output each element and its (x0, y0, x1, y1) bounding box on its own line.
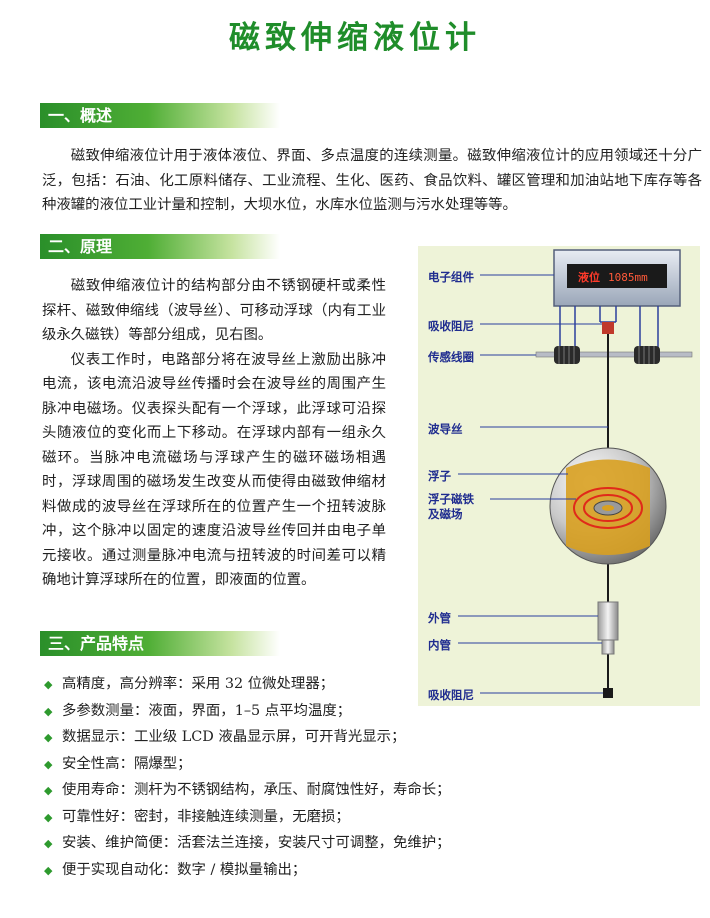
label-outer-tube: 外管 (428, 611, 451, 625)
section-title-features: 三、产品特点 (48, 634, 145, 653)
diamond-bullet-icon: ◆ (44, 731, 53, 744)
diamond-bullet-icon: ◆ (44, 757, 53, 771)
level-gauge-diagram: 液位 1085mm (418, 246, 700, 706)
list-item: ◆高精度，高分辨率：采用 32 位微处理器； (44, 671, 484, 698)
outer-tube (597, 601, 619, 641)
diamond-bullet-icon: ◆ (44, 784, 53, 797)
display-value: 1085mm (608, 271, 648, 284)
diamond-bullet-icon: ◆ (44, 704, 53, 718)
list-item: ◆安全性高：隔爆型； (44, 751, 484, 778)
float-sphere (549, 447, 667, 565)
top-damper-block (602, 322, 614, 334)
label-inner-tube: 内管 (428, 638, 451, 652)
diamond-bullet-icon: ◆ (44, 678, 53, 691)
section-bar-features (40, 631, 280, 656)
diamond-bullet-icon: ◆ (44, 837, 53, 850)
section-bar-principle (40, 234, 280, 259)
diamond-bullet-icon: ◆ (44, 863, 53, 877)
label-waveguide: 波导丝 (428, 422, 463, 436)
page-title: 磁致伸缩液位计 (229, 20, 481, 56)
list-item: ◆安装、维护简便：活套法兰连接，安装尺寸可调整，免维护； (44, 830, 484, 857)
label-damper-top: 吸收阻尼 (428, 319, 474, 333)
label-sensing-coil: 传感线圈 (428, 350, 474, 364)
list-item: ◆使用寿命：测杆为不锈钢结构，承压、耐腐蚀性好，寿命长； (44, 777, 484, 804)
label-electronics: 电子组件 (428, 270, 474, 284)
label-magnetic-field: 及磁场 (428, 507, 463, 521)
list-item: ◆可靠性好：密封，非接触连续测量，无磨损； (44, 804, 484, 831)
display-label: 液位 (578, 270, 600, 284)
label-damper-bottom: 吸收阻尼 (428, 688, 474, 702)
list-item: ◆数据显示：工业级 LCD 液晶显示屏，可开背光显示； (44, 724, 484, 751)
electronics-box (553, 249, 681, 307)
overview-text: 磁致伸缩液位计用于液体液位、界面、多点温度的连续测量。磁致伸缩液位计的应用领域还… (42, 148, 702, 213)
lcd-display (567, 264, 667, 288)
principle-text-1: 磁致伸缩液位计的结构部分由不锈钢硬杆或柔性探杆、磁致伸缩线（波导丝）、可移动浮球… (42, 278, 386, 343)
sensing-coil-left (554, 346, 580, 364)
diagram-svg: 液位 1085mm (458, 249, 693, 698)
overview-paragraph: 磁致伸缩液位计用于液体液位、界面、多点温度的连续测量。磁致伸缩液位计的应用领域还… (42, 144, 702, 218)
label-float: 浮子 (428, 469, 451, 483)
sensing-coil-right (634, 346, 660, 364)
section-title-principle: 二、原理 (48, 237, 113, 256)
section-title-overview: 一、概述 (48, 106, 113, 125)
inner-tube (601, 639, 615, 655)
diamond-bullet-icon: ◆ (44, 810, 53, 824)
principle-paragraphs: 磁致伸缩液位计的结构部分由不锈钢硬杆或柔性探杆、磁致伸缩线（波导丝）、可移动浮球… (42, 274, 386, 593)
list-item: ◆多参数测量：液面，界面，1–5 点平均温度； (44, 698, 484, 725)
label-leader-lines (458, 274, 608, 694)
section-bar-overview (40, 103, 280, 128)
principle-text-2: 仪表工作时，电路部分将在波导丝上激励出脉冲电流，该电流沿波导丝传播时会在波导丝的… (42, 351, 386, 589)
list-item: ◆便于实现自动化：数字 / 模拟量输出； (44, 857, 484, 884)
bottom-damper-block (603, 688, 613, 698)
feature-list: ◆高精度，高分辨率：采用 32 位微处理器； ◆多参数测量：液面，界面，1–5 … (44, 671, 484, 883)
label-float-magnet: 浮子磁铁 (428, 492, 474, 506)
